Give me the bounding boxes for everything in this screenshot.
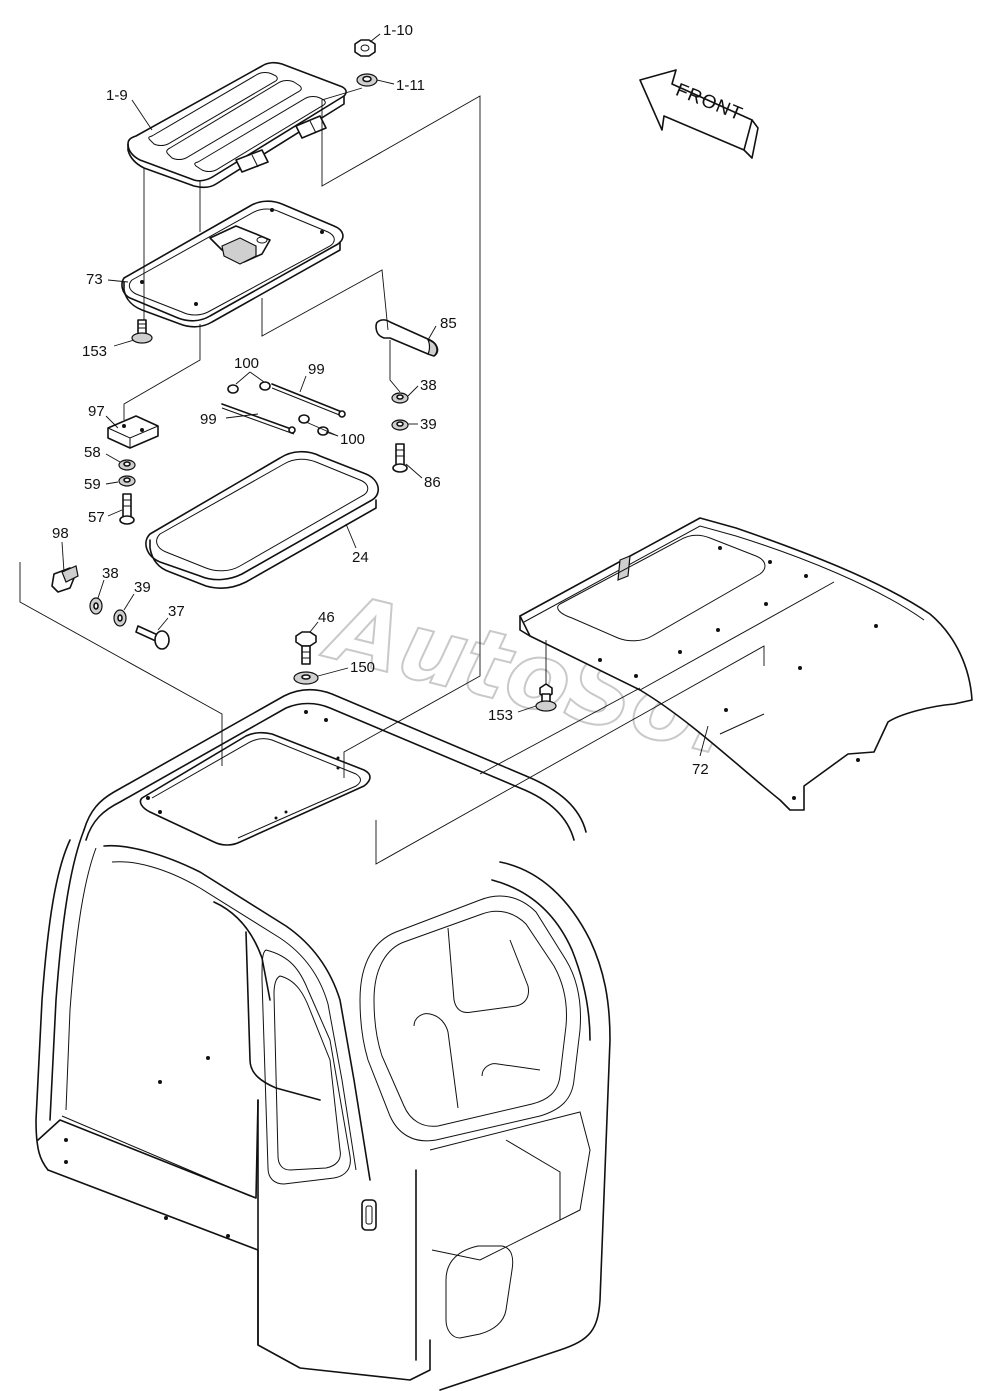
roof-cover-72 — [519, 517, 973, 811]
nut-1-10 — [354, 39, 376, 57]
callout-72: 72 — [692, 761, 709, 778]
washer-58 — [118, 459, 136, 471]
callout-100-lower: 100 — [340, 431, 365, 448]
screw-153-top — [131, 319, 153, 344]
callout-39-right: 39 — [420, 416, 437, 433]
callout-97: 97 — [88, 403, 105, 420]
washer-38-right — [391, 392, 409, 404]
latch-98 — [51, 565, 79, 593]
callout-38-right: 38 — [420, 377, 437, 394]
callout-153-right: 153 — [488, 707, 513, 724]
ring-100-upper-a — [227, 384, 239, 394]
callout-59: 59 — [84, 476, 101, 493]
lock-washer-39-right — [391, 419, 409, 431]
hatch-frame-73 — [121, 200, 344, 328]
screw-86 — [392, 443, 408, 473]
bracket-97 — [107, 415, 159, 449]
bolt-37 — [135, 625, 170, 650]
callout-labels: 1-10 1-11 1-9 73 153 85 100 99 99 100 38… — [52, 22, 709, 778]
screw-57 — [119, 493, 135, 525]
callout-46: 46 — [318, 609, 335, 626]
roof-hatch-cover-1-9 — [127, 61, 347, 189]
callout-100-upper: 100 — [234, 355, 259, 372]
callout-leaders — [61, 33, 709, 757]
callout-24: 24 — [352, 549, 369, 566]
callout-99-upper: 99 — [308, 361, 325, 378]
strut-99-lower — [221, 403, 296, 435]
strut-99-upper — [271, 383, 346, 418]
handle-85 — [375, 319, 439, 357]
ring-100-lower-b — [317, 426, 329, 436]
screw-153-right — [535, 683, 557, 712]
callout-73: 73 — [86, 271, 103, 288]
cab-body — [35, 688, 611, 1391]
callout-37: 37 — [168, 603, 185, 620]
callout-1-10: 1-10 — [383, 22, 413, 39]
callout-86: 86 — [424, 474, 441, 491]
washer-38-left — [89, 597, 103, 615]
callout-150: 150 — [350, 659, 375, 676]
lock-washer-59 — [118, 475, 136, 487]
front-arrow: FRONT — [639, 69, 759, 159]
callout-38-left: 38 — [102, 565, 119, 582]
callout-57: 57 — [88, 509, 105, 526]
callout-58: 58 — [84, 444, 101, 461]
callout-98: 98 — [52, 525, 69, 542]
callout-99-lower: 99 — [200, 411, 217, 428]
door-handle — [361, 1199, 377, 1231]
lock-washer-39-left — [113, 609, 127, 627]
washer-150 — [293, 671, 319, 685]
bolt-46 — [295, 631, 317, 665]
seal-24 — [145, 450, 379, 589]
callout-153-top: 153 — [82, 343, 107, 360]
callout-39-left: 39 — [134, 579, 151, 596]
washer-1-11 — [356, 73, 378, 87]
callout-85: 85 — [440, 315, 457, 332]
ring-100-upper-b — [259, 381, 271, 391]
callout-1-9: 1-9 — [106, 87, 128, 104]
callout-1-11: 1-11 — [396, 77, 425, 94]
ring-100-lower-a — [298, 414, 310, 424]
assembly-lines — [19, 87, 765, 865]
